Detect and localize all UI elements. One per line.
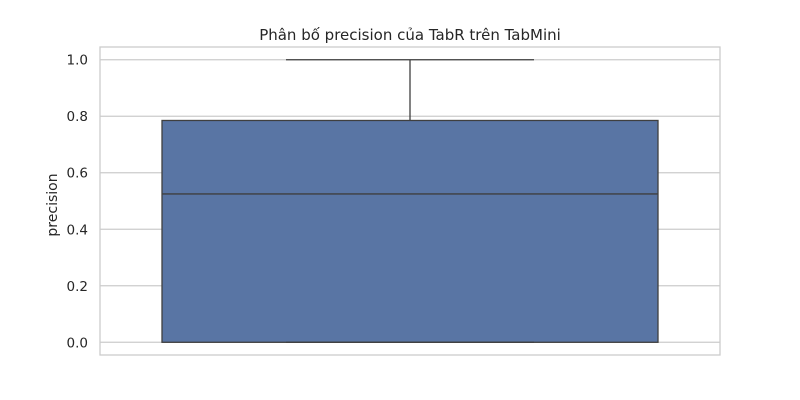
y-axis-ticks: 0.0 0.2 0.4 0.6 0.8 1.0 [67,53,88,352]
y-axis-label: precision [45,173,61,236]
plot-frame [99,46,721,356]
chart-title: Phân bố precision của TabR trên TabMini [259,26,561,44]
y-tick-label: 0.4 [67,222,88,238]
box-iqr [161,119,659,343]
y-tick-label: 0.6 [67,166,88,182]
y-tick-label: 1.0 [67,53,88,69]
y-tick-label: 0.2 [67,279,88,295]
plot-area [161,59,659,343]
y-tick-label: 0.0 [67,335,88,351]
y-tick-label: 0.8 [67,109,88,125]
